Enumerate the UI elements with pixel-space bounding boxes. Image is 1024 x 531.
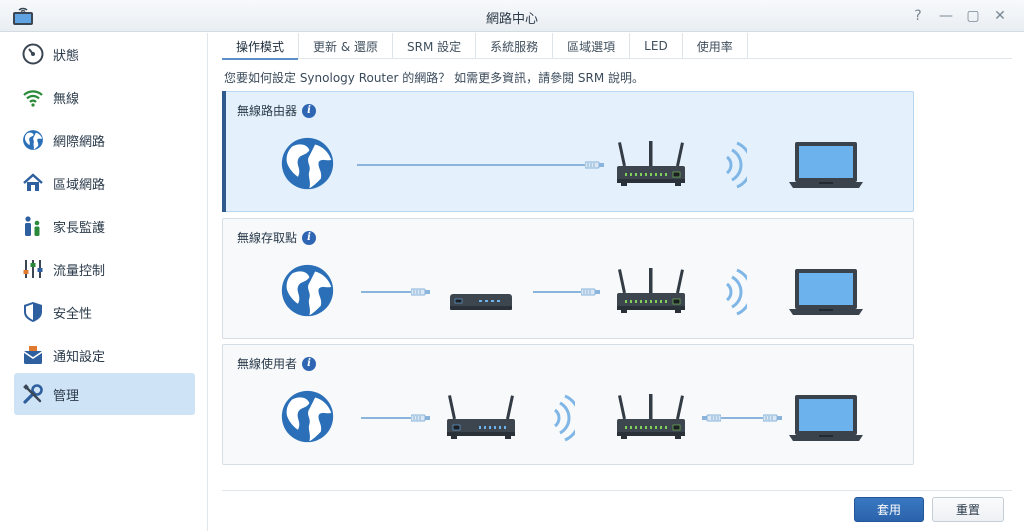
tab-srm-settings[interactable]: SRM 設定 [393,33,477,59]
apply-button[interactable]: 套用 [854,497,924,522]
globe-icon [21,128,45,152]
sidebar-item-administration[interactable]: 管理 [14,373,195,415]
sidebar-item-local-network[interactable]: 區域網路 [14,162,195,204]
mode-title: 無線使用者 [237,357,298,371]
tab-operation-mode[interactable]: 操作模式 [222,33,300,60]
notification-icon [21,343,45,367]
sidebar-item-label: 家長監護 [53,220,106,236]
sidebar-item-label: 無線 [53,91,80,107]
sidebar-item-label: 狀態 [53,48,80,64]
wireless-client-diagram [281,390,863,443]
window-title: 網路中心 [485,12,538,27]
info-icon[interactable]: i [302,103,317,118]
tab-update-restore[interactable]: 更新 & 還原 [299,33,394,59]
maximize-button[interactable]: ▢ [966,8,980,24]
sidebar-item-parental-control[interactable]: 家長監護 [14,205,195,247]
wireless-ap-diagram [281,264,863,317]
dashboard-icon [21,42,45,66]
footer-divider [222,490,1012,491]
shield-icon [21,300,45,324]
tab-region[interactable]: 區域選項 [553,33,631,59]
mode-option-wireless-ap[interactable]: 無線存取點 i [222,218,914,339]
mode-option-wireless-client[interactable]: 無線使用者 i [222,344,914,465]
tab-led[interactable]: LED [630,33,683,59]
close-button[interactable]: ✕ [994,8,1006,24]
sidebar-item-label: 安全性 [53,306,93,322]
wireless-router-diagram [281,137,863,190]
sidebar-item-wireless[interactable]: 無線 [14,76,195,118]
sidebar-item-label: 通知設定 [53,349,106,365]
info-icon[interactable]: i [302,356,317,371]
tab-bar: 操作模式 更新 & 還原 SRM 設定 系統服務 區域選項 LED 使用率 [222,33,1012,60]
mode-option-wireless-router[interactable]: 無線路由器 i [222,91,914,212]
sliders-icon [21,257,45,281]
sidebar-item-status[interactable]: 狀態 [14,33,195,75]
reset-button[interactable]: 重置 [932,497,1004,522]
tab-services[interactable]: 系統服務 [476,33,554,59]
sidebar-item-internet[interactable]: 網際網路 [14,119,195,161]
network-center-app-icon [13,7,33,25]
tools-icon [21,382,45,406]
mode-question: 您要如何設定 Synology Router 的網路？ 如需更多資訊，請參閱 S… [224,71,645,85]
family-icon [21,214,45,238]
sidebar-item-label: 區域網路 [53,177,106,193]
home-network-icon [21,171,45,195]
sidebar-item-security[interactable]: 安全性 [14,291,195,333]
sidebar-item-label: 流量控制 [53,263,106,279]
sidebar-item-traffic-control[interactable]: 流量控制 [14,248,195,290]
mode-title: 無線路由器 [237,104,298,118]
sidebar: 狀態 無線 網際網路 區域網路 家長監護 流量控制 安全性 [0,33,208,531]
help-button[interactable]: ? [914,8,922,24]
mode-title: 無線存取點 [237,231,298,245]
info-icon[interactable]: i [302,230,317,245]
tab-usage[interactable]: 使用率 [683,33,748,59]
title-bar: 網路中心 ? — ▢ ✕ [0,0,1024,32]
wifi-icon [21,85,45,109]
minimize-button[interactable]: — [939,8,953,24]
sidebar-item-label: 管理 [53,388,80,404]
sidebar-item-notification[interactable]: 通知設定 [14,334,195,376]
sidebar-item-label: 網際網路 [53,134,106,150]
